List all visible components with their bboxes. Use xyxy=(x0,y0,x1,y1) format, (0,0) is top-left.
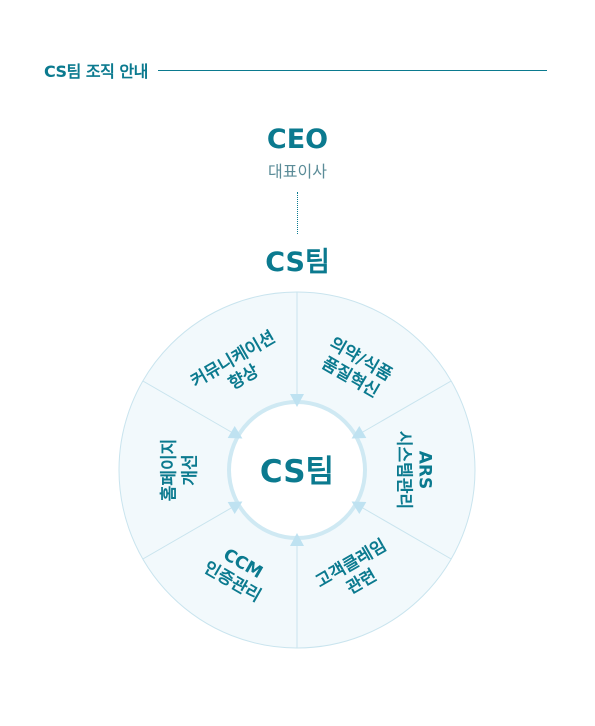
segment-label-line: 개선 xyxy=(181,454,201,485)
ring-arrows xyxy=(227,394,367,546)
segment-label-line: 홈페이지 xyxy=(159,439,180,502)
segment-divider xyxy=(142,503,239,560)
ring-arrow-icon xyxy=(290,394,304,407)
section-title: CS팀 조직 안내 xyxy=(44,62,148,81)
header-divider xyxy=(157,69,547,71)
segment-divider xyxy=(355,380,452,437)
ring-arrow-icon xyxy=(290,533,304,546)
segment-divider xyxy=(142,380,239,437)
ring-arrow-icon xyxy=(351,425,367,439)
segment-divider xyxy=(355,503,452,560)
section-header: CS팀 조직 안내 xyxy=(44,58,547,82)
team-title: CS팀 xyxy=(265,247,330,278)
ring-arrow-icon xyxy=(227,425,243,439)
ring-arrow-icon xyxy=(227,501,243,515)
ring-arrow-icon xyxy=(351,501,367,515)
segment-label-line: ARS xyxy=(415,451,435,490)
ceo-subtitle: 대표이사 xyxy=(268,162,327,181)
center-label: CS팀 xyxy=(260,454,334,490)
ceo-title: CEO xyxy=(266,124,329,155)
segment-label-line: 시스템관리 xyxy=(394,431,414,509)
org-connector-line xyxy=(297,192,298,234)
